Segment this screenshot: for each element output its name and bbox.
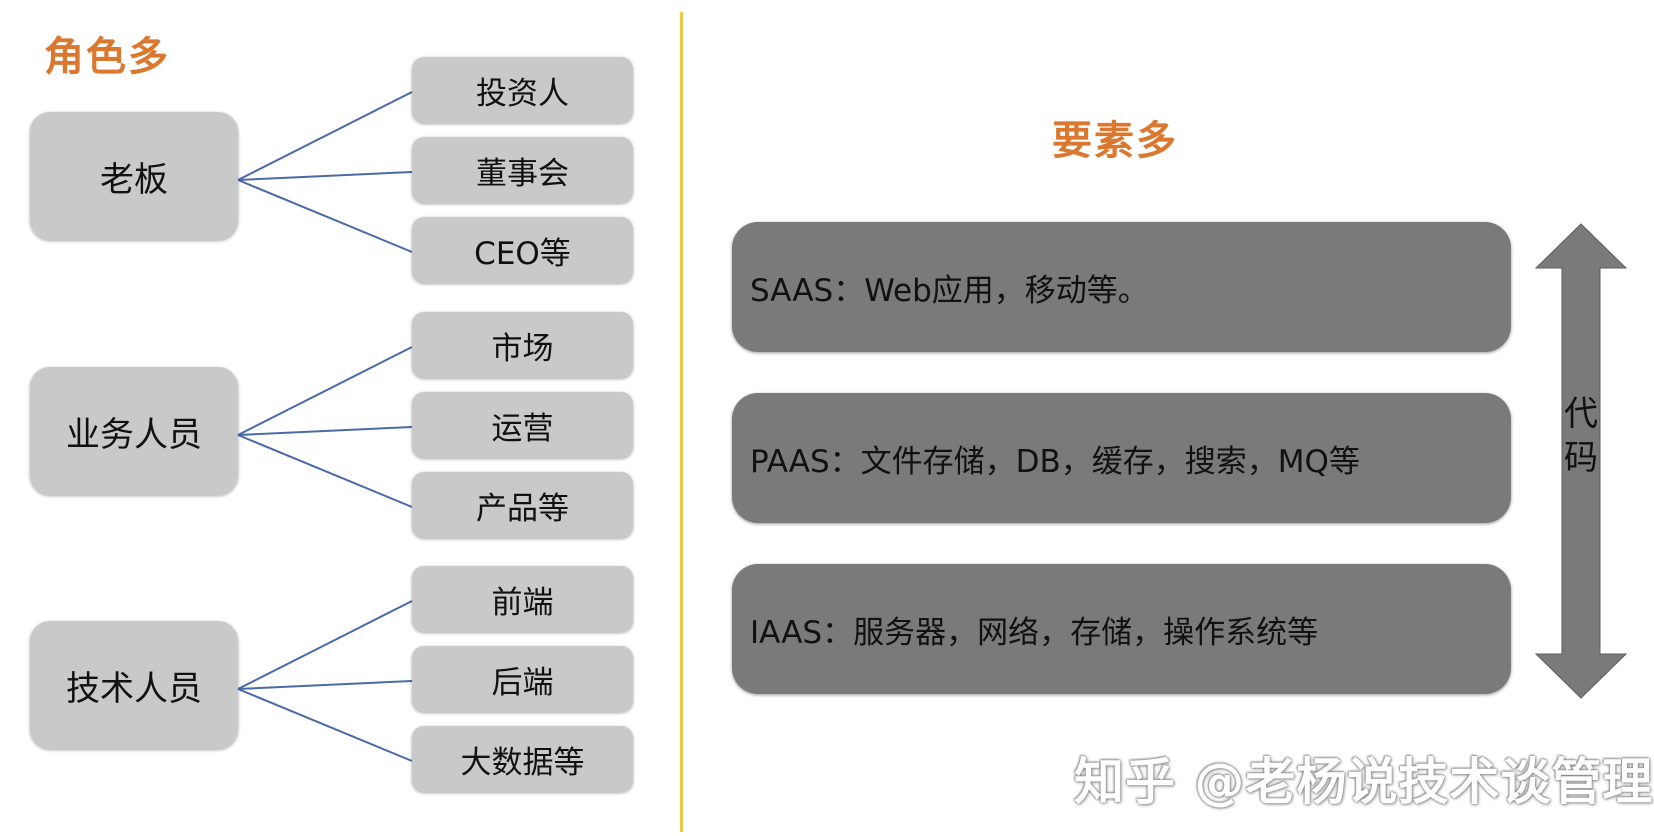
role-child-backend: 后端: [412, 646, 633, 712]
role-child-label: 董事会: [476, 155, 569, 192]
role-child-label: 产品等: [476, 490, 569, 527]
layer-paas: PAAS：文件存储，DB，缓存，搜索，MQ等: [732, 393, 1511, 523]
elements-title: 要素多: [1052, 118, 1178, 164]
role-child-board: 董事会: [412, 137, 633, 203]
arrow-label: 代码: [1564, 394, 1598, 478]
watermark: 知乎 @老杨说技术谈管理: [1074, 753, 1654, 811]
layer-label: IAAS：服务器，网络，存储，操作系统等: [750, 614, 1319, 651]
role-child-operations: 运营: [412, 392, 633, 458]
role-label: 技术人员: [66, 668, 202, 709]
role-child-marketing: 市场: [412, 312, 633, 378]
role-box-business: 业务人员: [30, 367, 238, 495]
role-child-label: CEO等: [474, 235, 571, 272]
role-child-label: 大数据等: [460, 744, 585, 781]
role-child-product: 产品等: [412, 472, 633, 538]
connector-lines: [237, 91, 413, 762]
layer-label: SAAS：Web应用，移动等。: [750, 272, 1149, 309]
role-child-label: 前端: [491, 584, 554, 621]
role-child-ceo: CEO等: [412, 217, 633, 283]
role-label: 老板: [100, 159, 168, 200]
role-child-investor: 投资人: [412, 57, 633, 123]
role-box-boss: 老板: [30, 112, 238, 240]
layer-label: PAAS：文件存储，DB，缓存，搜索，MQ等: [750, 443, 1360, 480]
role-box-tech: 技术人员: [30, 621, 238, 749]
role-child-bigdata: 大数据等: [412, 726, 633, 792]
layer-iaas: IAAS：服务器，网络，存储，操作系统等: [732, 564, 1511, 694]
role-child-label: 市场: [491, 330, 554, 367]
role-label: 业务人员: [66, 414, 202, 455]
vertical-divider: [680, 12, 683, 832]
role-child-label: 投资人: [476, 75, 569, 112]
double-arrow-icon: [1534, 223, 1628, 699]
role-child-label: 后端: [491, 664, 554, 701]
role-child-label: 运营: [491, 410, 554, 447]
role-child-frontend: 前端: [412, 566, 633, 632]
layer-saas: SAAS：Web应用，移动等。: [732, 222, 1511, 352]
roles-title: 角色多: [44, 34, 170, 80]
